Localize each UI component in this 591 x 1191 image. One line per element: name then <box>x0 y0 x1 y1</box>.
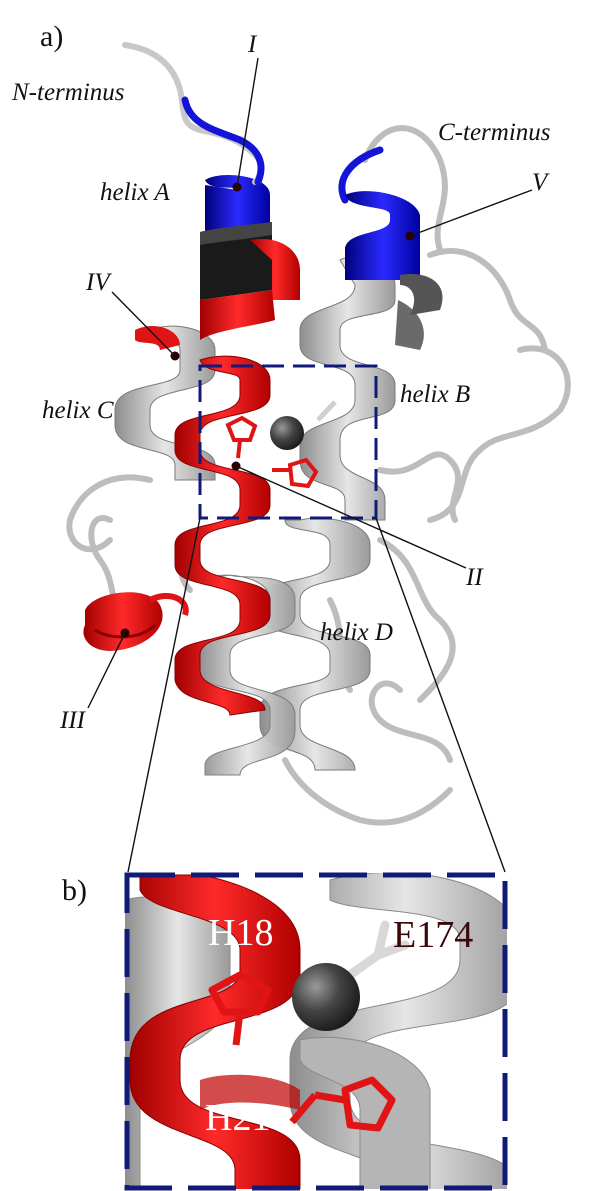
helix-d-label: helix D <box>320 619 393 646</box>
grey-loops <box>66 125 571 826</box>
metal-ion-b <box>292 963 360 1031</box>
glu-stick-a <box>316 400 337 422</box>
site-i-label: I <box>247 31 258 58</box>
panel-a-structure <box>66 42 571 873</box>
n-terminus-label: N-terminus <box>11 79 125 106</box>
n-terminus-coil-blue <box>181 96 265 186</box>
leader-lines <box>87 57 533 709</box>
c-terminus-helix <box>338 146 443 315</box>
site-iii-helix <box>83 592 189 651</box>
zoom-lines <box>127 517 506 873</box>
panel-b-zoom <box>125 873 507 1189</box>
helix-a-label: helix A <box>100 179 170 206</box>
helix-a-ribbon <box>200 175 300 340</box>
residue-e174-label: E174 <box>393 914 473 956</box>
zoom-region-box <box>198 364 378 520</box>
helix-b-label: helix B <box>400 381 470 408</box>
zoom-panel-border <box>124 872 508 1191</box>
site-v-label: V <box>532 169 550 196</box>
site-ii-label: II <box>465 564 484 591</box>
helix-c-label: helix C <box>42 397 114 424</box>
metal-ion-a <box>270 416 304 450</box>
c-terminus-label: C-terminus <box>438 119 551 146</box>
residue-h21-label: H21 <box>205 1097 270 1139</box>
panel-b-label: b) <box>62 874 87 907</box>
site-iii-label: III <box>59 707 87 734</box>
residue-h18-label: H18 <box>208 912 273 954</box>
his-sticks-a <box>225 415 319 489</box>
panel-a-label: a) <box>40 20 63 53</box>
site-iv-label: IV <box>85 269 112 296</box>
